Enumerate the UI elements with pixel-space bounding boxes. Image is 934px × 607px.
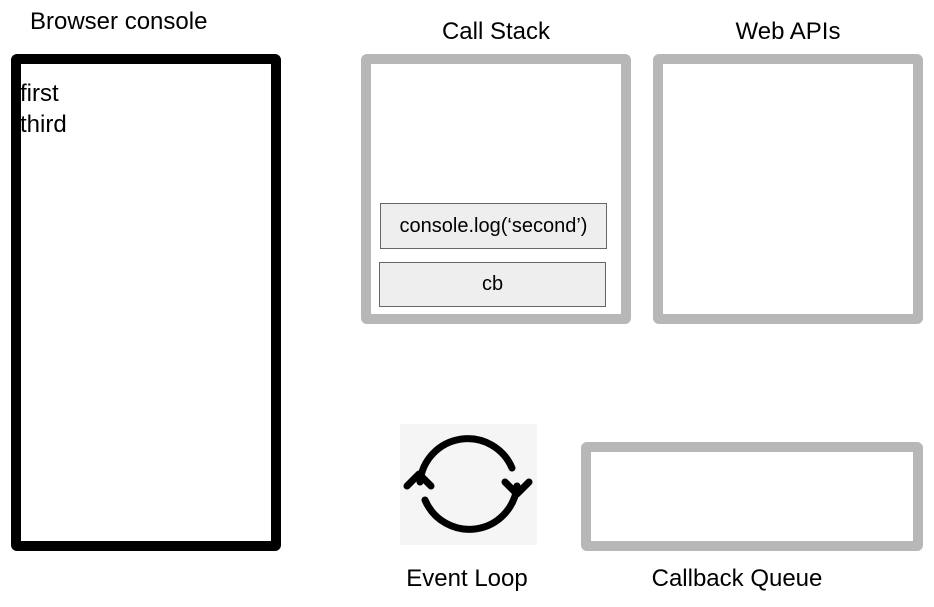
refresh-cycle-icon: [403, 435, 533, 533]
call-stack-title: Call Stack: [441, 18, 551, 45]
web-apis-panel: [653, 54, 923, 324]
call-stack-frame-console-log: console.log(‘second’): [380, 203, 607, 249]
event-loop-icon-container: [400, 424, 537, 545]
browser-console-panel: [11, 54, 281, 551]
web-apis-title: Web APIs: [735, 18, 841, 45]
console-line-first: first: [20, 80, 59, 107]
event-loop-title: Event Loop: [406, 565, 528, 592]
browser-console-title: Browser console: [30, 8, 208, 35]
call-stack-frame-cb: cb: [379, 262, 606, 307]
callback-queue-panel: [581, 442, 923, 551]
console-line-third: third: [20, 111, 67, 138]
browser-console-output: first third: [20, 78, 67, 140]
callback-queue-title: Callback Queue: [651, 565, 823, 592]
